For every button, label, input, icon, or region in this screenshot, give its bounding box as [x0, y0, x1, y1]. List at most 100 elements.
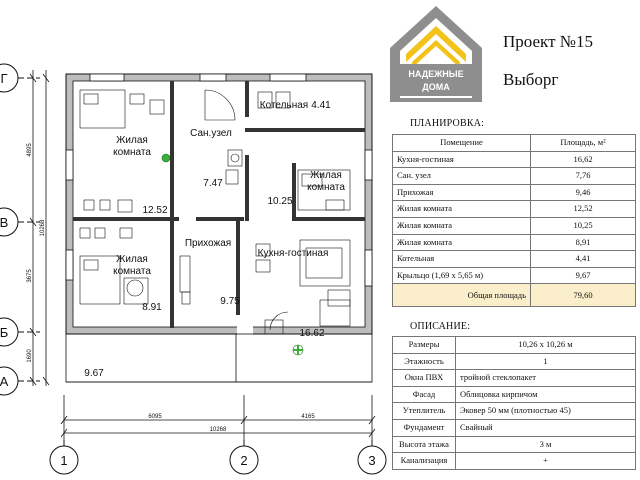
row-axis-v: В	[0, 207, 40, 237]
room-bathroom-label: Сан.узел	[190, 128, 232, 139]
col-axis-3: 3	[357, 440, 387, 475]
project-title: Проект №15	[503, 32, 593, 51]
room-area: 16,62	[530, 150, 636, 169]
col-header-room: Помещение	[392, 134, 531, 152]
room-bedroom3-label-2: комната	[113, 266, 151, 277]
spec-value: 3 м	[455, 435, 636, 454]
floor-plan: Г В Б А 4895 3675 1690 10268 6095	[0, 63, 387, 475]
area-porch: 9.67	[84, 368, 104, 379]
room-area: 9,46	[530, 183, 636, 202]
total-label: Общая площадь	[392, 283, 531, 308]
svg-text:В: В	[0, 215, 8, 230]
room-name: Жилая комната	[392, 200, 531, 218]
svg-text:А: А	[0, 374, 9, 389]
spec-value: Эковер 50 мм (плотностью 45)	[455, 402, 636, 420]
room-area: 7,76	[530, 167, 636, 185]
room-name: Жилая комната	[392, 233, 531, 252]
svg-text:ДОМА: ДОМА	[422, 82, 450, 92]
svg-text:Б: Б	[0, 325, 8, 340]
room-name: Кухня-гостиная	[392, 150, 531, 169]
svg-text:10268: 10268	[40, 219, 46, 236]
porch	[65, 333, 373, 383]
room-bedroom1-label-1: Жилая	[116, 135, 148, 146]
room-boiler-label: Котельная	[260, 100, 308, 111]
room-labels: Жилая комната Сан.узел Котельная Жилая к…	[113, 100, 345, 277]
windows	[65, 73, 373, 287]
svg-text:3675: 3675	[27, 269, 33, 283]
room-bedroom3-label-1: Жилая	[116, 254, 148, 265]
spec-key: Высота этажа	[392, 435, 456, 454]
exterior-walls	[65, 73, 373, 336]
svg-text:4895: 4895	[27, 143, 33, 157]
room-area: 9,67	[530, 266, 636, 285]
row-axis-markers: Г В Б А	[0, 63, 40, 396]
spec-value: 10,26 х 10,26 м	[455, 336, 636, 354]
furniture	[79, 89, 351, 335]
room-name: Котельная	[392, 250, 531, 268]
spec-key: Утеплитель	[392, 402, 456, 420]
row-axis-b: Б	[0, 317, 40, 347]
spec-value: 1	[455, 352, 636, 371]
spec-value: Облицовка кирпичом	[455, 385, 636, 404]
area-kitchen: 16.62	[299, 328, 324, 339]
row-axis-g: Г	[0, 63, 40, 93]
spec-key: Размеры	[392, 336, 456, 354]
room-area: 8,91	[530, 233, 636, 252]
table-header-row: Помещение Площадь, м²	[392, 134, 636, 152]
svg-text:НАДЕЖНЫЕ: НАДЕЖНЫЕ	[408, 69, 463, 79]
room-name: Сан. узел	[392, 167, 531, 185]
room-area: 10,25	[530, 216, 636, 235]
interior-walls	[73, 81, 365, 328]
spec-key: Окна ПВХ	[392, 369, 456, 387]
room-kitchen-label: Кухня-гостиная	[258, 248, 329, 259]
spec-value: тройной стеклопакет	[455, 369, 636, 387]
room-bedroom2-label-1: Жилая	[310, 170, 342, 181]
spec-key: Канализация	[392, 452, 456, 470]
total-row: Общая площадь 79,60	[392, 283, 636, 308]
table-row: Крыльцо (1,69 х 5,65 м)9,67	[392, 266, 636, 285]
svg-text:1: 1	[60, 453, 67, 468]
room-area: 4,41	[530, 250, 636, 268]
col-header-area: Площадь, м²	[530, 134, 636, 152]
spec-row: Канализация+	[392, 452, 636, 470]
room-area: 12,52	[530, 200, 636, 218]
room-name: Крыльцо (1,69 х 5,65 м)	[392, 266, 531, 285]
row-axis-a: А	[0, 366, 40, 396]
spec-key: Фасад	[392, 385, 456, 404]
room-name: Прихожая	[392, 183, 531, 202]
spec-key: Фундамент	[392, 418, 456, 437]
area-hall: 9.75	[220, 296, 240, 307]
spec-value: Свайный	[455, 418, 636, 437]
svg-text:3: 3	[368, 453, 375, 468]
project-city: Выборг	[503, 70, 559, 89]
svg-text:10268: 10268	[210, 427, 227, 433]
room-bedroom2-label-2: комната	[307, 182, 345, 193]
total-area: 79,60	[530, 283, 636, 308]
description-section-title: ОПИСАНИЕ:	[410, 321, 471, 332]
svg-text:4165: 4165	[301, 414, 315, 420]
col-axis-markers: 1 2 3	[49, 440, 387, 475]
area-bedroom1: 12.52	[142, 205, 167, 216]
col-axis-2: 2	[229, 440, 259, 475]
svg-text:Г: Г	[0, 71, 7, 86]
room-bedroom1-label-2: комната	[113, 147, 151, 158]
svg-text:6095: 6095	[148, 414, 162, 420]
layout-section-title: ПЛАНИРОВКА:	[410, 118, 485, 129]
svg-text:2: 2	[240, 453, 247, 468]
spec-key: Этажность	[392, 352, 456, 371]
area-bedroom3: 8.91	[142, 302, 162, 313]
